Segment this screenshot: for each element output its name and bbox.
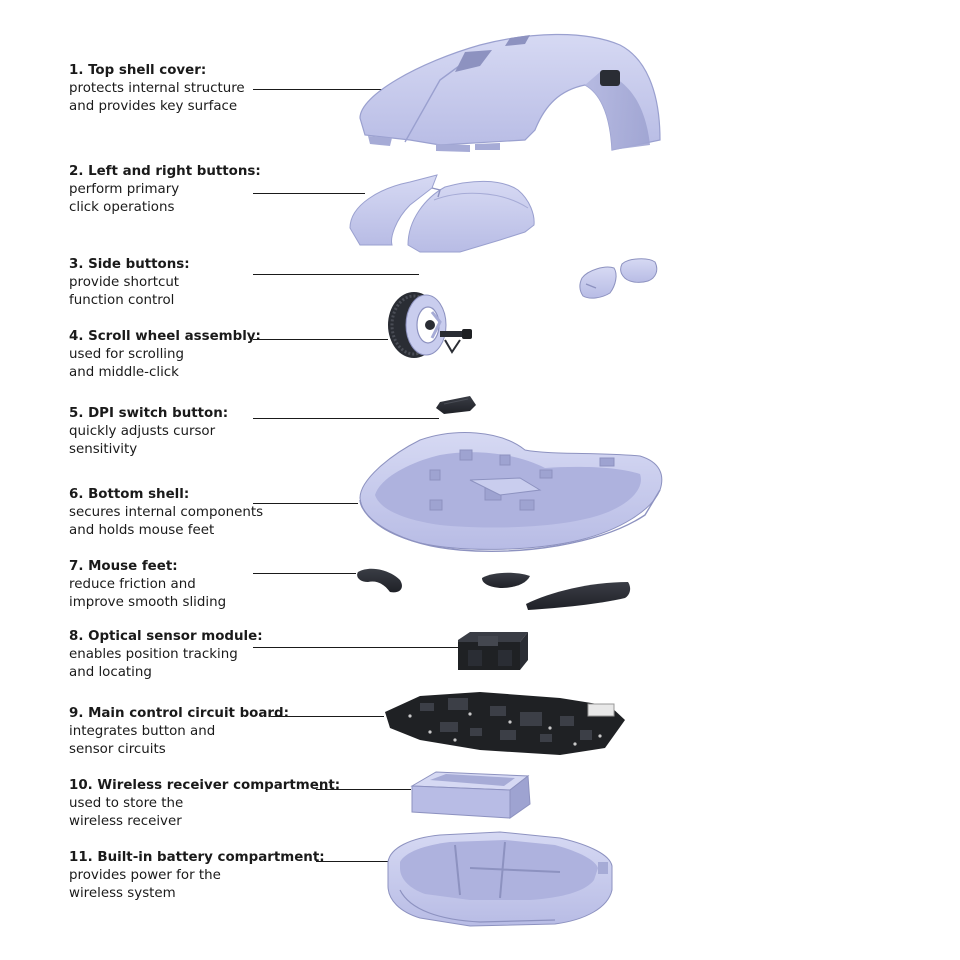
leader-line-receiver-compartment [316,789,411,791]
main-buttons-icon [349,174,535,253]
label-dpi-button: 5. DPI switch button: quickly adjusts cu… [69,405,228,459]
dpi-button-icon [436,396,476,414]
top-shell-icon [359,33,661,152]
label-mouse-feet: 7. Mouse feet: reduce friction and impro… [69,558,226,612]
scroll-wheel-icon [388,292,472,358]
label-title: 1. Top shell cover: [69,63,207,78]
label-title: 5. DPI switch button: [69,406,229,421]
label-description: integrates button and sensor circuits [69,724,216,757]
label-description: reduce friction and improve smooth slidi… [69,577,227,610]
circuit-board-icon [385,692,625,755]
label-title: 6. Bottom shell: [69,487,190,502]
optical-sensor-icon [458,632,528,670]
leader-line-scroll-wheel [253,339,388,341]
leader-line-side-buttons [253,274,419,276]
leader-line-bottom-shell [253,503,358,505]
label-description: provide shortcut function control [69,275,180,308]
label-scroll-wheel: 4. Scroll wheel assembly: used for scrol… [69,328,261,382]
label-description: used for scrolling and middle-click [69,347,185,380]
label-title: 11. Built-in battery compartment: [69,850,325,865]
label-title: 3. Side buttons: [69,257,190,272]
label-title: 7. Mouse feet: [69,559,178,574]
label-title: 2. Left and right buttons: [69,164,261,179]
label-top-shell: 1. Top shell cover: protects internal st… [69,62,245,116]
leader-line-main-buttons [253,193,365,195]
leader-line-battery-compartment [316,861,394,863]
label-title: 9. Main control circuit board: [69,706,289,721]
leader-line-optical-sensor [253,647,458,649]
label-description: protects internal structure and provides… [69,81,245,114]
label-main-buttons: 2. Left and right buttons: perform prima… [69,163,261,217]
leader-line-mouse-feet [253,573,356,575]
leader-line-top-shell [253,89,390,91]
label-circuit-board: 9. Main control circuit board: integrate… [69,705,289,759]
mouse-feet-icon [357,568,631,610]
label-description: perform primary click operations [69,182,180,215]
leader-line-circuit-board [271,716,384,718]
label-description: quickly adjusts cursor sensitivity [69,424,216,457]
label-title: 10. Wireless receiver compartment: [69,778,341,793]
label-description: provides power for the wireless system [69,868,221,901]
label-title: 4. Scroll wheel assembly: [69,329,261,344]
label-title: 8. Optical sensor module: [69,629,263,644]
side-buttons-icon [579,258,658,299]
label-receiver-compartment: 10. Wireless receiver compartment: used … [69,777,340,831]
label-bottom-shell: 6. Bottom shell: secures internal compon… [69,486,263,540]
label-side-buttons: 3. Side buttons: provide shortcut functi… [69,256,190,310]
battery-compartment-icon [387,831,613,927]
label-optical-sensor: 8. Optical sensor module: enables positi… [69,628,263,682]
label-description: secures internal components and holds mo… [69,505,264,538]
bottom-shell-icon [359,432,663,552]
receiver-compartment-icon [410,771,531,819]
label-description: used to store the wireless receiver [69,796,184,829]
label-description: enables position tracking and locating [69,647,238,680]
leader-line-dpi-button [253,418,439,420]
label-battery-compartment: 11. Built-in battery compartment: provid… [69,849,325,903]
